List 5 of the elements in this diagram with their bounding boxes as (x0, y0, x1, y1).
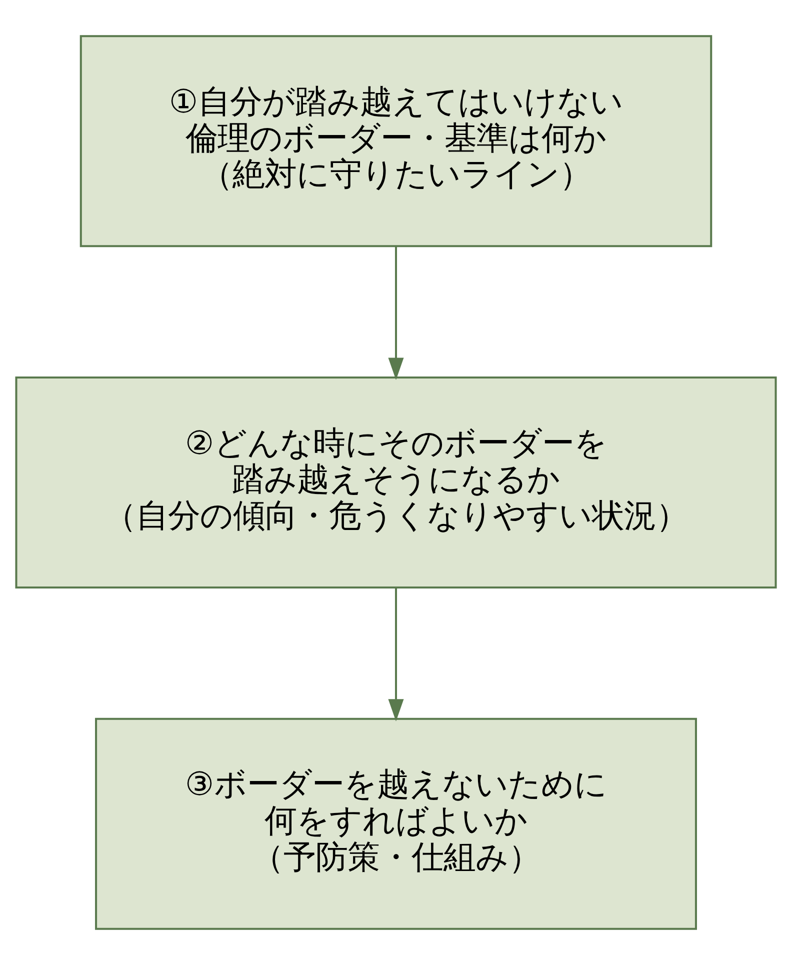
node-box: ③ボーダーを越えないために 何をすればよいか （予防策・仕組み） (95, 717, 697, 930)
arrow (388, 587, 404, 721)
arrow (388, 246, 404, 380)
node-box: ①自分が踏み越えてはいけない 倫理のボーダー・基準は何か （絶対に守りたいライン） (80, 34, 712, 247)
node-box: ②どんな時にそのボーダーを 踏み越えそうになるか （自分の傾向・危うくなりやすい状況） (15, 376, 777, 588)
